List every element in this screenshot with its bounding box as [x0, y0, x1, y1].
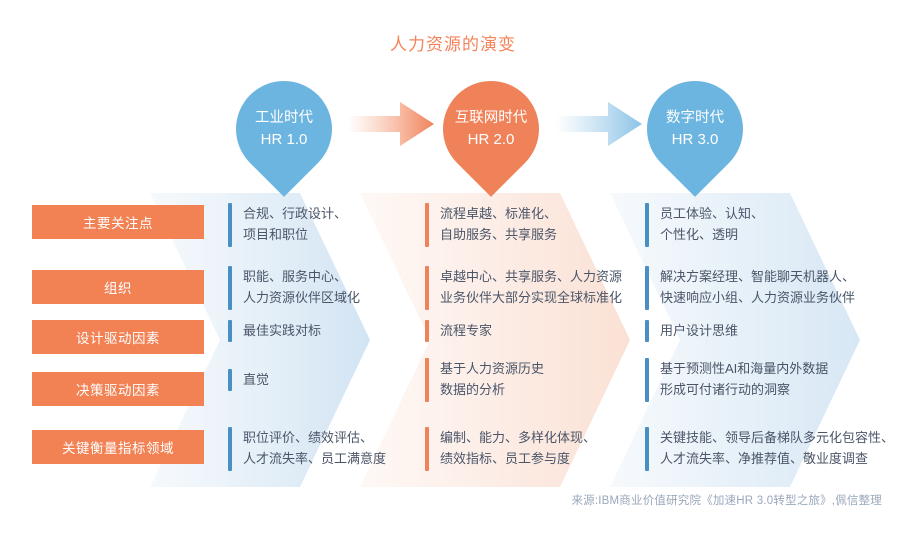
- row-label-key-metrics: 关键衡量指标领域: [32, 430, 204, 464]
- accent-bar: [425, 320, 429, 342]
- cell-col3-row3: 用户设计思维: [645, 320, 738, 342]
- cell-col3-row4-text: 基于预测性AI和海量内外数据 形成可付诸行动的洞察: [660, 361, 829, 397]
- cell-col2-row1-text: 流程卓越、标准化、 自助服务、共享服务: [440, 206, 558, 242]
- page-title: 人力资源的演变: [390, 35, 516, 54]
- stage-1-code: HR 1.0: [260, 130, 308, 148]
- cell-col2-row4: 基于人力资源历史 数据的分析: [425, 358, 544, 402]
- cell-col1-row4: 直觉: [228, 369, 269, 391]
- cell-col1-row5: 职位评价、绩效评估、 人才流失率、员工满意度: [228, 427, 386, 471]
- cell-col3-row2: 解决方案经理、智能聊天机器人、 快速响应小组、人力资源业务伙伴: [645, 266, 855, 310]
- cell-col3-row3-text: 用户设计思维: [660, 323, 739, 338]
- cell-col3-row2-text: 解决方案经理、智能聊天机器人、 快速响应小组、人力资源业务伙伴: [660, 269, 856, 305]
- accent-bar: [645, 203, 649, 247]
- stage-pin-2[interactable]: 互联网时代 HR 2.0: [423, 61, 559, 197]
- cell-col3-row5: 关键技能、领导后备梯队多元化包容性、 人才流失率、净推荐值、敬业度调查: [645, 427, 894, 471]
- accent-bar: [425, 358, 429, 402]
- accent-bar: [228, 369, 232, 391]
- cell-col2-row5: 编制、能力、多样化体现、 绩效指标、员工参与度: [425, 427, 596, 471]
- row-label-organization: 组织: [32, 270, 204, 304]
- accent-bar: [425, 427, 429, 471]
- row-label-design-drivers: 设计驱动因素: [32, 320, 204, 354]
- cell-col1-row4-text: 直觉: [243, 372, 270, 387]
- arrow-stage1-to-stage2-icon: [348, 102, 434, 146]
- arrow-stage2-to-stage3-icon: [556, 102, 642, 146]
- cell-col1-row1-text: 合规、行政设计、 项目和职位: [243, 206, 348, 242]
- cell-col1-row3-text: 最佳实践对标: [243, 323, 322, 338]
- accent-bar: [228, 203, 232, 247]
- cell-col1-row5-text: 职位评价、绩效评估、 人才流失率、员工满意度: [243, 430, 387, 466]
- stage-3-code: HR 3.0: [671, 130, 719, 148]
- cell-col1-row1: 合规、行政设计、 项目和职位: [228, 203, 347, 247]
- stage-3-name: 数字时代: [666, 109, 724, 126]
- accent-bar: [228, 266, 232, 310]
- cell-col2-row4-text: 基于人力资源历史 数据的分析: [440, 361, 545, 397]
- accent-bar: [645, 427, 649, 471]
- cell-col3-row5-text: 关键技能、领导后备梯队多元化包容性、 人才流失率、净推荐值、敬业度调查: [660, 430, 895, 466]
- cell-col2-row3: 流程专家: [425, 320, 492, 342]
- stage-pin-1-content: 工业时代 HR 1.0: [236, 81, 332, 177]
- source-attribution: 来源:IBM商业价值研究院《加速HR 3.0转型之旅》,佩信整理: [571, 495, 882, 507]
- stage-pin-2-content: 互联网时代 HR 2.0: [443, 81, 539, 177]
- stage-pin-3[interactable]: 数字时代 HR 3.0: [627, 61, 763, 197]
- cell-col3-row4: 基于预测性AI和海量内外数据 形成可付诸行动的洞察: [645, 358, 828, 402]
- accent-bar: [645, 266, 649, 310]
- cell-col2-row2-text: 卓越中心、共享服务、人力资源 业务伙伴大部分实现全球标准化: [440, 269, 623, 305]
- cell-col2-row5-text: 编制、能力、多样化体现、 绩效指标、员工参与度: [440, 430, 597, 466]
- row-label-decision-drivers: 决策驱动因素: [32, 372, 204, 406]
- stage-2-name: 互联网时代: [454, 109, 528, 126]
- accent-bar: [425, 266, 429, 310]
- accent-bar: [228, 320, 232, 342]
- stage-pin-1[interactable]: 工业时代 HR 1.0: [216, 61, 352, 197]
- accent-bar: [645, 358, 649, 402]
- accent-bar: [645, 320, 649, 342]
- cell-col2-row3-text: 流程专家: [440, 323, 493, 338]
- cell-col1-row2: 职能、服务中心、 人力资源伙伴区域化: [228, 266, 360, 310]
- cell-col3-row1-text: 员工体验、认知、 个性化、透明: [660, 206, 765, 242]
- accent-bar: [228, 427, 232, 471]
- cell-col2-row2: 卓越中心、共享服务、人力资源 业务伙伴大部分实现全球标准化: [425, 266, 622, 310]
- row-label-main-focus: 主要关注点: [32, 205, 204, 239]
- accent-bar: [425, 203, 429, 247]
- stage-2-code: HR 2.0: [467, 130, 515, 148]
- cell-col2-row1: 流程卓越、标准化、 自助服务、共享服务: [425, 203, 557, 247]
- stage-pin-3-content: 数字时代 HR 3.0: [647, 81, 743, 177]
- cell-col3-row1: 员工体验、认知、 个性化、透明: [645, 203, 764, 247]
- cell-col1-row2-text: 职能、服务中心、 人力资源伙伴区域化: [243, 269, 361, 305]
- stage-1-name: 工业时代: [255, 109, 313, 126]
- cell-col1-row3: 最佳实践对标: [228, 320, 321, 342]
